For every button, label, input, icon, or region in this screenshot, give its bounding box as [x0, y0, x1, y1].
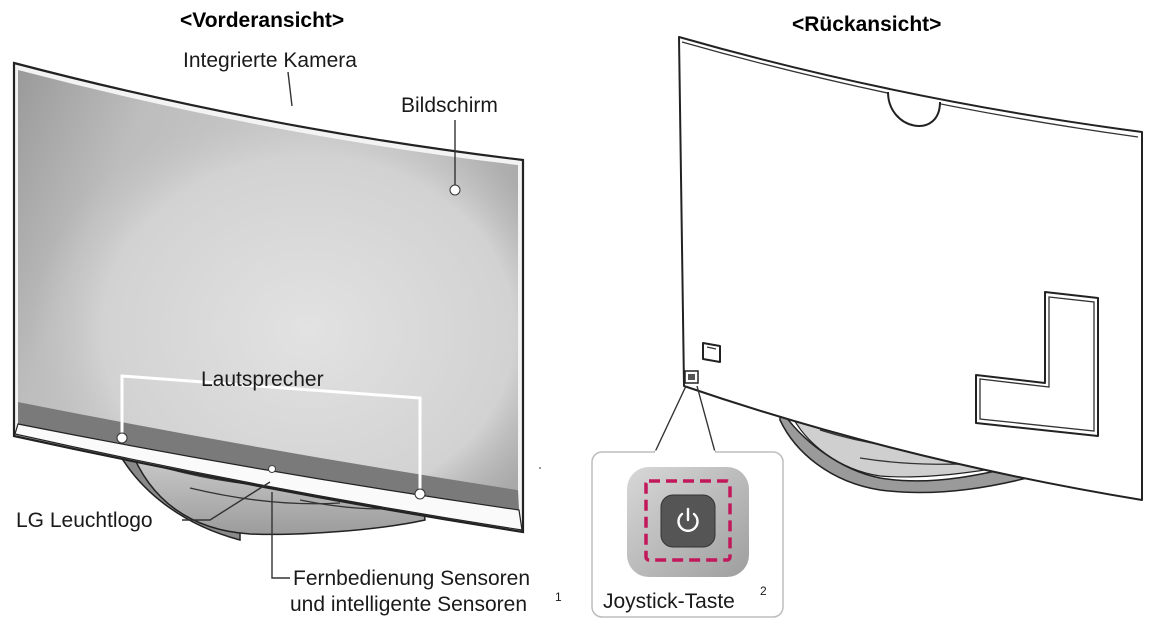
joystick-callout [591, 385, 784, 618]
logo-label: LG Leuchtlogo [16, 509, 153, 532]
back-view-heading: <Rückansicht> [792, 13, 941, 36]
back-notch [887, 91, 941, 127]
sensor-label-line2: und intelligente Sensoren [290, 593, 527, 616]
sensor-footnote-marker: 1 [555, 590, 562, 604]
power-icon [677, 507, 699, 532]
screen-pointer-dot [449, 184, 461, 196]
front-view [12, 61, 525, 579]
joystick-footnote-marker: 2 [760, 584, 767, 598]
joystick-label: Joystick-Taste [603, 590, 735, 613]
speaker-bracket [116, 374, 426, 500]
joystick-highlight [644, 479, 732, 562]
screen-label: Bildschirm [401, 94, 498, 117]
logo-dot [268, 465, 276, 473]
sensor-label-line1: Fernbedienung Sensoren [293, 567, 530, 590]
back-l-panel [975, 291, 1099, 437]
speaker-label: Lautsprecher [201, 368, 324, 391]
front-view-heading: <Vorderansicht> [180, 9, 344, 32]
back-view [678, 36, 1143, 501]
camera-label: Integrierte Kamera [183, 49, 357, 72]
